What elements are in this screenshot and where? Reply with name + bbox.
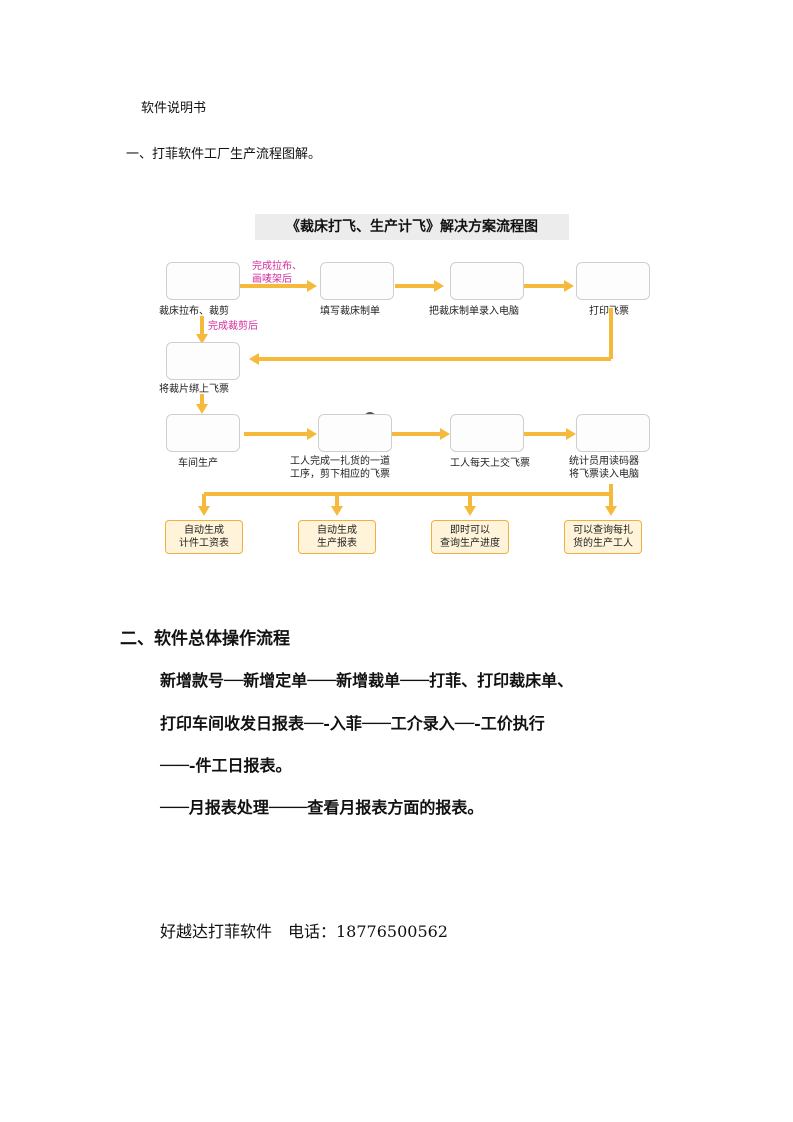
output-progress-query: 即时可以 查询生产进度 (431, 520, 509, 554)
output-1-line-b: 计件工资表 (179, 538, 229, 549)
annotation-2: 完成裁剪后 (208, 321, 258, 332)
section-2-heading: 二、软件总体操作流程 (120, 629, 290, 649)
node-tickets-frame (450, 414, 524, 452)
node-5-label: 将裁片绑上飞票 (159, 384, 229, 395)
flowchart: 《裁床打飞、生产计飞》解决方案流程图 (152, 204, 662, 576)
node-9-label-a: 统计员用读码器 (569, 456, 639, 467)
process-line-2: 打印车间收发日报表──-入菲───工介录入──-工价执行 (160, 714, 545, 733)
process-line-1: 新增款号──新增定单───新增裁单───打菲、打印裁床单、 (160, 671, 574, 690)
process-line-3: ───-件工日报表。 (160, 756, 292, 775)
node-7-label-a: 工人完成一扎货的一道 (290, 456, 390, 467)
contact-footer: 好越达打菲软件 电话：18776500562 (160, 922, 448, 941)
node-7-label-b: 工序，剪下相应的飞票 (290, 469, 390, 480)
node-8-label: 工人每天上交飞票 (450, 458, 530, 469)
output-1-line-a: 自动生成 (184, 525, 224, 536)
process-line-4: ───月报表处理────查看月报表方面的报表。 (160, 798, 484, 817)
node-1-label: 裁床拉布、裁剪 (159, 306, 229, 317)
output-4-line-b: 货的生产工人 (573, 538, 633, 549)
node-4-label: 打印飞票 (589, 306, 629, 317)
node-form-frame (320, 262, 394, 300)
node-bundle-frame (166, 342, 240, 380)
flowchart-title: 《裁床打飞、生产计飞》解决方案流程图 (255, 214, 569, 240)
output-2-line-b: 生产报表 (317, 538, 357, 549)
node-sewing-frame (166, 414, 240, 452)
output-wage-table: 自动生成 计件工资表 (165, 520, 243, 554)
output-production-report: 自动生成 生产报表 (298, 520, 376, 554)
node-2-label: 填写裁床制单 (320, 306, 380, 317)
node-cutting-frame (166, 262, 240, 300)
output-3-line-a: 即时可以 (450, 525, 490, 536)
output-2-line-a: 自动生成 (317, 525, 357, 536)
node-6-label: 车间生产 (178, 458, 218, 469)
node-9-label-b: 将飞票读入电脑 (569, 469, 639, 480)
output-worker-query: 可以查询每扎 货的生产工人 (564, 520, 642, 554)
node-3-label: 把裁床制单录入电脑 (429, 306, 519, 317)
output-3-line-b: 查询生产进度 (440, 538, 500, 549)
output-4-line-a: 可以查询每扎 (573, 525, 633, 536)
node-scissors-frame (318, 414, 392, 452)
annotation-1b: 画唛架后 (252, 274, 292, 285)
section-1-heading: 一、打菲软件工厂生产流程图解。 (126, 147, 322, 162)
node-computer-frame (450, 262, 524, 300)
annotation-1a: 完成拉布、 (252, 261, 302, 272)
node-printer-frame (576, 262, 650, 300)
document-title: 软件说明书 (141, 101, 207, 116)
node-reader-frame (576, 414, 650, 452)
